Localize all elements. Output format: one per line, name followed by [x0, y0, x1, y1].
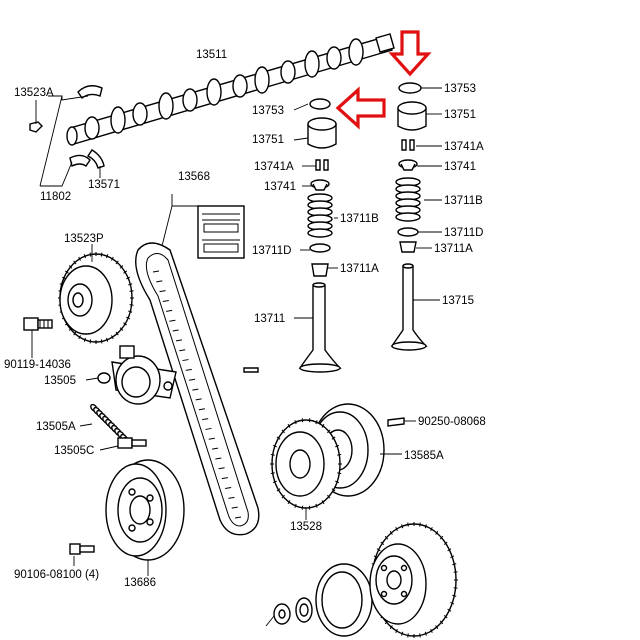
key[interactable] — [387, 417, 405, 427]
cam-bolt[interactable] — [23, 317, 53, 331]
crank-pulley[interactable] — [105, 459, 185, 561]
dowel-pin[interactable] — [243, 367, 259, 373]
retainer-left[interactable] — [310, 179, 330, 191]
label-cam-bolt: 90119-14036 — [4, 359, 71, 371]
label-exhaust-valve: 13715 — [442, 295, 474, 307]
keeper-left[interactable] — [315, 159, 329, 171]
down-arrow-icon — [388, 30, 432, 77]
spring-left[interactable] — [307, 193, 333, 238]
label-camshaft: 13511 — [196, 49, 227, 61]
shim-left[interactable] — [309, 98, 331, 110]
plug[interactable] — [273, 603, 291, 625]
crank-timing-pulley[interactable] — [270, 418, 342, 510]
label-shim-right: 13753 — [444, 83, 476, 95]
timing-belt[interactable] — [135, 242, 260, 536]
label-seal-left: 13711A — [340, 263, 379, 275]
keeper-right[interactable] — [401, 139, 415, 151]
bearing-halves[interactable] — [69, 149, 105, 169]
label-seat-right: 13711D — [444, 227, 483, 239]
lifter-left[interactable] — [307, 117, 337, 149]
label-shim-left: 13753 — [252, 105, 284, 117]
lifter-right[interactable] — [397, 101, 427, 131]
label-cam-pulley: 13523P — [64, 233, 104, 245]
label-lifter-left: 13751 — [252, 134, 284, 146]
washer[interactable] — [295, 597, 313, 623]
label-bearing-upper: 13523A — [14, 87, 54, 99]
cam-pulley[interactable] — [58, 252, 134, 344]
label-seat-left: 13711D — [252, 245, 291, 257]
label-retainer-left: 13741 — [264, 181, 296, 193]
belt-label-card — [197, 205, 245, 259]
seat-left[interactable] — [309, 243, 331, 253]
seal-left[interactable] — [311, 263, 329, 277]
left-arrow-icon — [335, 86, 386, 130]
label-tensioner-spring: 13505A — [36, 421, 76, 433]
valve-exhaust[interactable] — [390, 263, 428, 351]
label-seal-right: 13711A — [434, 243, 473, 255]
bearing-cap-upper[interactable] — [77, 85, 103, 100]
label-keeper-right: 13741A — [444, 141, 484, 153]
camshaft[interactable] — [66, 33, 395, 146]
label-spring-left: 13711B — [340, 213, 379, 225]
bearing-pin[interactable] — [29, 121, 43, 133]
label-crank-timing-pulley: 13528 — [290, 521, 322, 533]
tensioner[interactable] — [97, 345, 177, 405]
label-key: 90250-08068 — [418, 416, 486, 428]
label-lifter-right: 13751 — [444, 109, 476, 121]
label-crank-pulley: 13686 — [124, 577, 156, 589]
seal-right[interactable] — [399, 241, 417, 253]
label-crank-bolt: 90106-08100 (4) — [14, 569, 99, 581]
spring-right[interactable] — [395, 177, 421, 222]
label-timing-belt: 13568 — [178, 171, 210, 183]
label-tensioner: 13505 — [44, 375, 76, 387]
label-spring-right: 13711B — [444, 195, 483, 207]
label-bearing-lower: 11802 — [40, 191, 71, 203]
label-retainer-right: 13741 — [444, 161, 476, 173]
oil-pump-gear[interactable] — [369, 522, 458, 638]
label-tensioner-stud: 13505C — [54, 445, 94, 457]
retainer-right[interactable] — [398, 159, 418, 171]
callout-labels: 13511 13523A 11802 13571 13753 13751 137… — [4, 49, 486, 589]
oil-seal[interactable] — [315, 563, 373, 637]
label-guide: 13585A — [404, 450, 444, 462]
seat-right[interactable] — [397, 227, 419, 237]
label-intake-valve: 13711 — [254, 313, 285, 325]
valve-intake[interactable] — [298, 282, 342, 373]
label-thrust: 13571 — [88, 179, 120, 191]
tensioner-stud[interactable] — [117, 437, 147, 449]
shim-right[interactable] — [398, 82, 422, 94]
label-keeper-left: 13741A — [254, 161, 294, 173]
crank-bolt[interactable] — [69, 543, 95, 555]
